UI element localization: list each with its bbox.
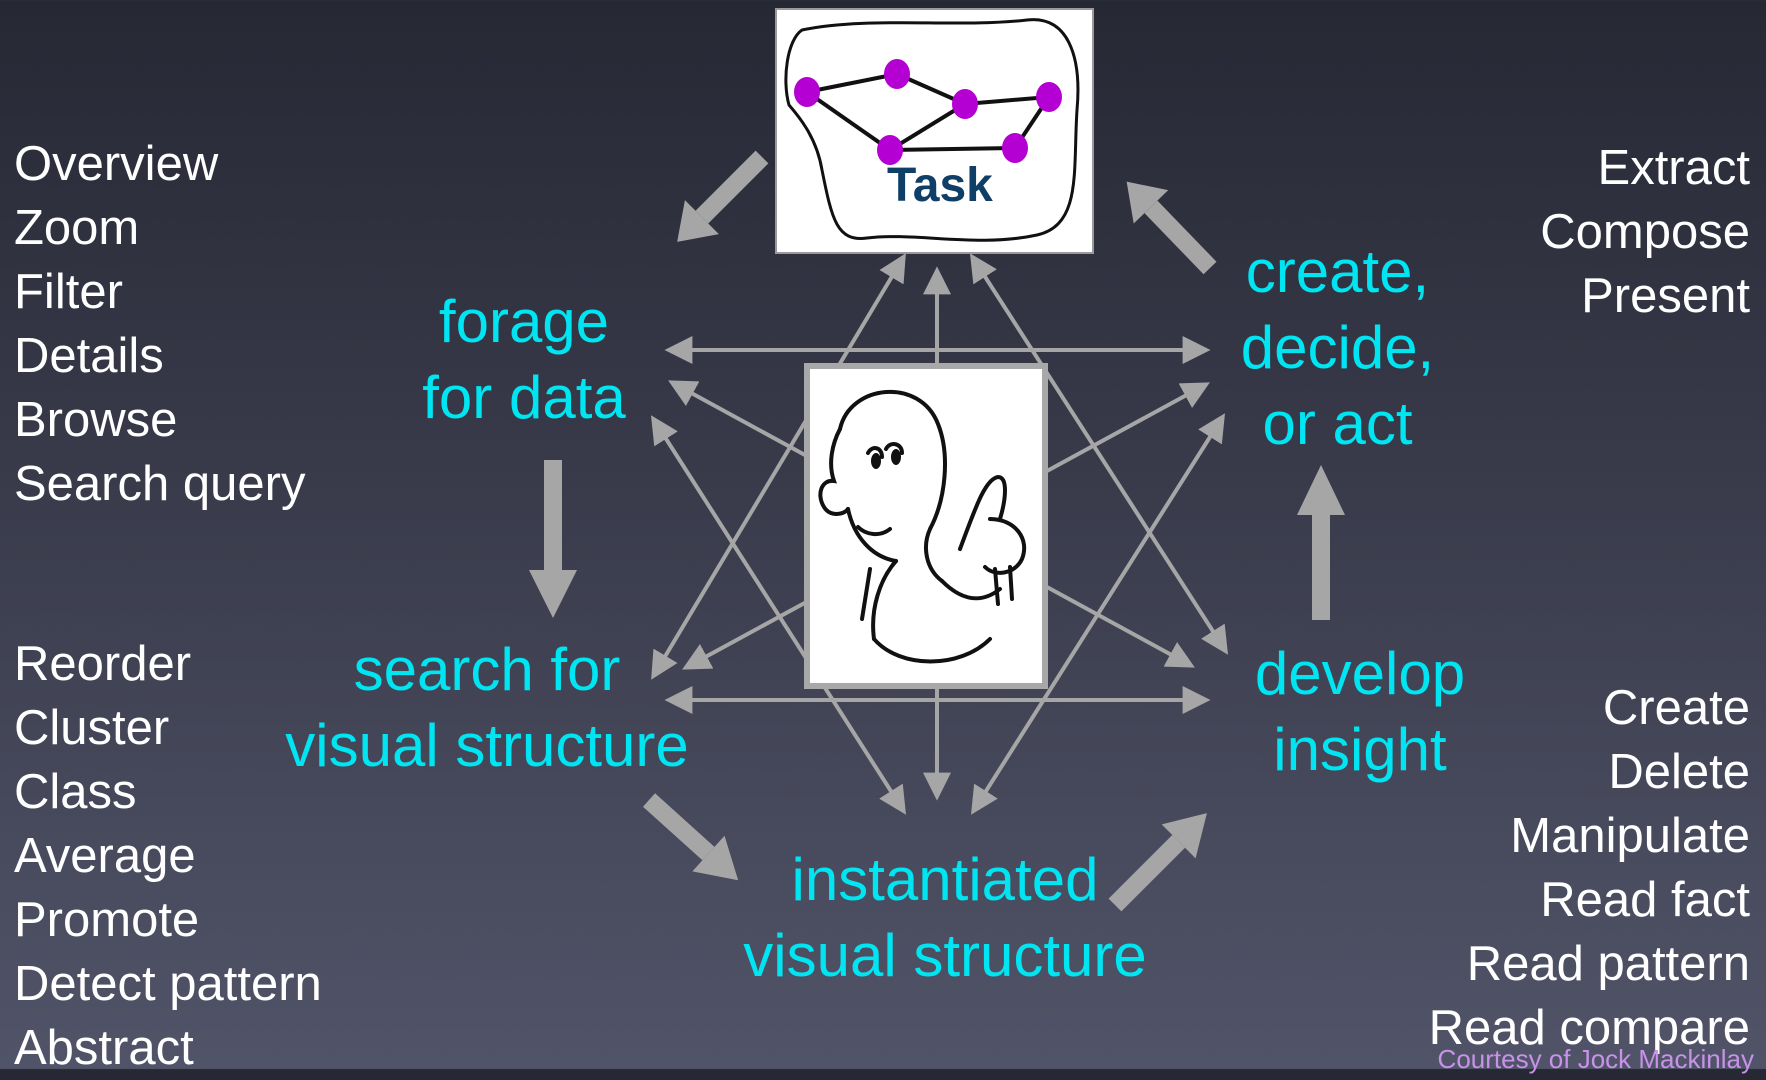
task-card: Task — [775, 8, 1094, 254]
node-search-line-1: search for — [353, 636, 621, 703]
graph-node — [1002, 133, 1028, 163]
structure-op: Class — [14, 765, 137, 819]
graph-node — [884, 59, 910, 89]
forage-op: Search query — [14, 457, 306, 511]
forage-ops-list: Overview Zoom Filter Details Browse Sear… — [14, 132, 305, 516]
node-create: create, decide, or act — [1225, 234, 1450, 462]
node-create-line-3: or act — [1262, 390, 1413, 457]
insight-op: Read pattern — [1466, 937, 1750, 991]
node-insight: develop insight — [1230, 636, 1490, 788]
graph-node — [1036, 82, 1062, 112]
node-forage-line-1: forage — [438, 288, 610, 355]
arrow-instantiated-to-insight — [1108, 813, 1207, 912]
act-op: Compose — [1540, 205, 1750, 259]
task-label: Task — [887, 159, 993, 212]
act-op: Extract — [1597, 141, 1750, 195]
task-graph-icon — [784, 18, 1080, 242]
structure-op: Average — [14, 829, 196, 883]
forage-op: Details — [14, 329, 164, 383]
arrow-insight-to-create — [1297, 465, 1345, 620]
insight-op: Read compare — [1428, 1001, 1750, 1055]
structure-ops-list: Reorder Cluster Class Average Promote De… — [14, 632, 322, 1080]
insight-op: Create — [1602, 681, 1750, 735]
forage-op: Overview — [14, 137, 219, 191]
structure-op: Cluster — [14, 701, 170, 755]
center-card — [804, 363, 1048, 689]
structure-op: Reorder — [14, 637, 192, 691]
forage-op: Zoom — [14, 201, 140, 255]
insight-op: Delete — [1608, 745, 1750, 799]
node-insight-line-1: develop — [1254, 640, 1466, 707]
structure-op: Abstract — [14, 1021, 194, 1075]
graph-node — [877, 135, 903, 165]
arrow-create-to-task — [1126, 181, 1217, 275]
node-search: search for visual structure — [260, 632, 714, 784]
node-search-line-2: visual structure — [285, 712, 689, 779]
node-instantiated-line-1: instantiated — [791, 846, 1099, 913]
insight-ops-list: Create Delete Manipulate Read fact Read … — [1429, 676, 1750, 1060]
structure-op: Detect pattern — [14, 957, 322, 1011]
node-forage: forage for data — [400, 284, 648, 436]
arrow-search-to-instantiated — [642, 793, 739, 881]
node-forage-line-2: for data — [422, 364, 626, 431]
insight-op: Manipulate — [1510, 809, 1750, 863]
graph-node — [952, 89, 978, 119]
forage-op: Browse — [14, 393, 178, 447]
graph-node — [794, 77, 820, 107]
credit-text: Courtesy of Jock Mackinlay — [1437, 1044, 1754, 1074]
arrow-forage-to-search — [529, 460, 577, 618]
act-op: Present — [1581, 269, 1750, 323]
structure-op: Promote — [14, 893, 200, 947]
node-create-line-1: create, — [1245, 238, 1430, 305]
forage-op: Filter — [14, 265, 123, 319]
node-create-line-2: decide, — [1240, 314, 1435, 381]
arrow-task-to-forage — [677, 150, 769, 242]
act-ops-list: Extract Compose Present — [1540, 136, 1750, 328]
node-instantiated-line-2: visual structure — [743, 922, 1147, 989]
thinking-person-icon — [818, 389, 1027, 664]
node-insight-line-2: insight — [1273, 716, 1447, 783]
insight-op: Read fact — [1540, 873, 1750, 927]
node-instantiated: instantiated visual structure — [715, 842, 1175, 994]
